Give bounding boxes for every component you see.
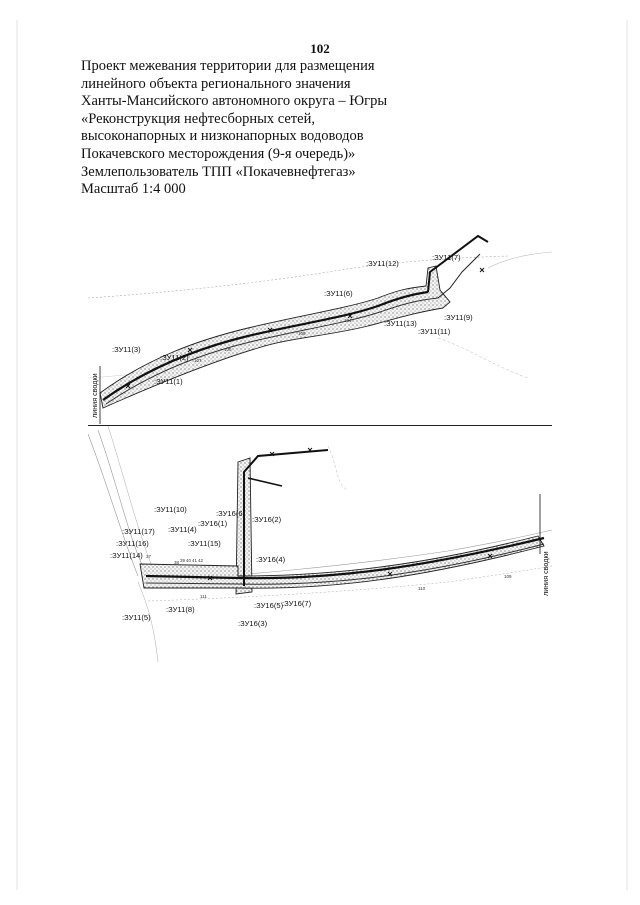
road-edge-line: [147, 565, 552, 602]
parcel-label: :ЗУ11(3): [112, 345, 141, 354]
corridor-area: [99, 265, 451, 409]
parcel-label: :ЗУ11(14): [110, 551, 143, 560]
point-number: 105: [298, 331, 306, 336]
terrain-line: [97, 429, 147, 575]
point-number: 107: [194, 358, 202, 363]
pipeline-main: [102, 290, 429, 401]
point-number: 104: [344, 318, 352, 323]
point-number: 38: [174, 560, 180, 565]
title-line: Покачевского месторождения (9-я очередь)…: [81, 145, 356, 162]
parcel-label: :ЗУ11(1): [154, 377, 183, 386]
terrain-line: [107, 426, 155, 573]
page-number: 102: [310, 41, 330, 56]
title-line: линейного объекта регионального значения: [81, 75, 351, 92]
pipeline-main: [145, 536, 545, 580]
parcel-label: :ЗУ11(16): [116, 539, 149, 548]
map-panel-bottom: :ЗУ11(10) :ЗУ16(6) :ЗУ16(2) :ЗУ11(17) :З…: [88, 425, 552, 662]
parcel-label: :ЗУ16(2): [252, 515, 282, 524]
parcel-label: :ЗУ16(5): [254, 601, 284, 610]
parcel-label: :ЗУ11(11): [418, 327, 451, 336]
parcel-label: :ЗУ16(6): [216, 509, 246, 518]
parcel-label: :ЗУ11(2): [160, 353, 189, 362]
parcel-label: :ЗУ16(3): [238, 619, 268, 628]
point-number: 41: [192, 558, 198, 563]
point-number: 39: [180, 558, 186, 563]
parcel-label: :ЗУ11(5): [122, 613, 151, 622]
point-number: 109: [504, 574, 512, 579]
parcel-label: :ЗУ11(10): [154, 505, 187, 514]
parcel-label: :ЗУ11(15): [188, 539, 221, 548]
parcel-label: :ЗУ16(7): [282, 599, 312, 608]
junction-line-label: линия сводки: [90, 373, 99, 418]
parcel-label: :ЗУ11(13): [384, 319, 417, 328]
road-edge-line: [88, 255, 509, 299]
parcel-label: :ЗУ11(4): [168, 525, 197, 534]
parcel-label: :ЗУ11(8): [166, 605, 195, 614]
parcel-label: :ЗУ11(9): [444, 313, 473, 322]
parcel-label: :ЗУ11(7): [432, 253, 461, 262]
pipeline-branch: [247, 477, 283, 487]
terrain-line: [137, 581, 159, 662]
title-line: высоконапорных и низконапорных водоводов: [81, 128, 364, 145]
point-number: 111: [200, 594, 207, 599]
title-line: Проект межевания территории для размещен…: [81, 58, 375, 74]
title-block: Проект межевания территории для размещен…: [81, 58, 441, 199]
pipeline-secondary: [145, 543, 545, 585]
junction-line-label: линия сводки: [541, 551, 550, 596]
point-number: 37: [146, 554, 152, 559]
title-line: Ханты-Мансийского автономного округа – Ю…: [81, 93, 388, 110]
parcel-label: :ЗУ11(6): [324, 289, 353, 298]
pipeline-branch: [437, 253, 481, 299]
point-number: 40: [186, 558, 192, 563]
point-number: 106: [224, 347, 232, 352]
point-number: 42: [198, 558, 204, 563]
parcel-label: :ЗУ16(1): [198, 519, 228, 528]
title-line: «Реконструкция нефтесборных сетей,: [81, 110, 315, 127]
pipeline-secondary: [105, 297, 439, 405]
parcel-label: :ЗУ11(12): [366, 259, 399, 268]
terrain-line: [327, 445, 349, 491]
point-number: 110: [418, 586, 426, 591]
terrain-line: [437, 337, 529, 379]
parcel-label: :ЗУ11(17): [122, 527, 155, 536]
scale-line: Масштаб 1:4 000: [81, 181, 186, 198]
pipe-crossings: [207, 447, 493, 581]
terrain-line: [487, 251, 552, 269]
parcel-label: :ЗУ16(4): [256, 555, 286, 564]
pipeline-branch: [427, 234, 489, 293]
pipeline-branch: [243, 449, 329, 586]
pipe-crossings: [125, 267, 485, 389]
land-user-line: Землепользователь ТПП «Покачевнефтегаз»: [81, 163, 356, 180]
map-bottom-svg: :ЗУ11(10) :ЗУ16(6) :ЗУ16(2) :ЗУ11(17) :З…: [88, 426, 552, 662]
map-top-svg: :ЗУ11(12) :ЗУ11(7) :ЗУ11(6) :ЗУ11(13) :З…: [88, 234, 552, 424]
terrain-line: [88, 433, 139, 577]
map-panel-top: :ЗУ11(12) :ЗУ11(7) :ЗУ11(6) :ЗУ11(13) :З…: [88, 228, 552, 424]
